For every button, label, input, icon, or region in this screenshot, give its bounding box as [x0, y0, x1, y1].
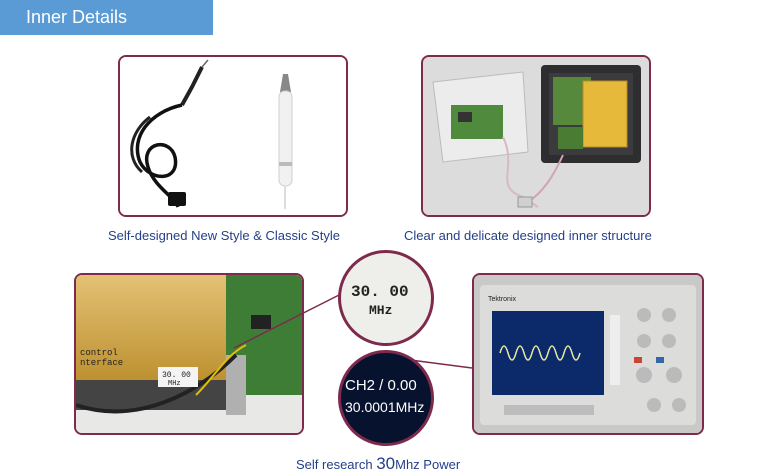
- zoom-readout-line1: CH2 / 0.00: [345, 377, 417, 394]
- board-label-3: 30. 00: [162, 371, 191, 380]
- caption-probes: Self-designed New Style & Classic Style: [108, 228, 340, 243]
- caption-power: Self research 30Mhz Power: [296, 454, 460, 474]
- section-header: Inner Details: [0, 0, 213, 35]
- zoom-label-line1: 30. 00: [351, 283, 409, 301]
- probe-photo: [118, 55, 348, 217]
- board-label-4: MHz: [168, 380, 181, 388]
- zoom-circle-frequency-label: 30. 00 MHz: [338, 250, 434, 346]
- section-title: Inner Details: [26, 7, 128, 27]
- caption-power-suffix: Mhz Power: [395, 457, 461, 472]
- board-label-2: nterface: [80, 358, 123, 368]
- board-label-1: control: [80, 348, 118, 358]
- oscilloscope-photo: Tektronix: [472, 273, 704, 435]
- board-photo: control nterface 30. 00 MHz: [74, 273, 304, 435]
- caption-power-big: 30: [376, 454, 396, 473]
- zoom-readout-line2: 30.0001MHz: [345, 399, 425, 415]
- caption-structure: Clear and delicate designed inner struct…: [404, 228, 652, 243]
- zoom-label-line2: MHz: [369, 303, 393, 318]
- scope-brand: Tektronix: [488, 296, 517, 303]
- structure-photo: [421, 55, 651, 217]
- caption-power-prefix: Self research: [296, 457, 377, 472]
- zoom-circle-scope-readout: CH2 / 0.00 30.0001MHz: [338, 350, 434, 446]
